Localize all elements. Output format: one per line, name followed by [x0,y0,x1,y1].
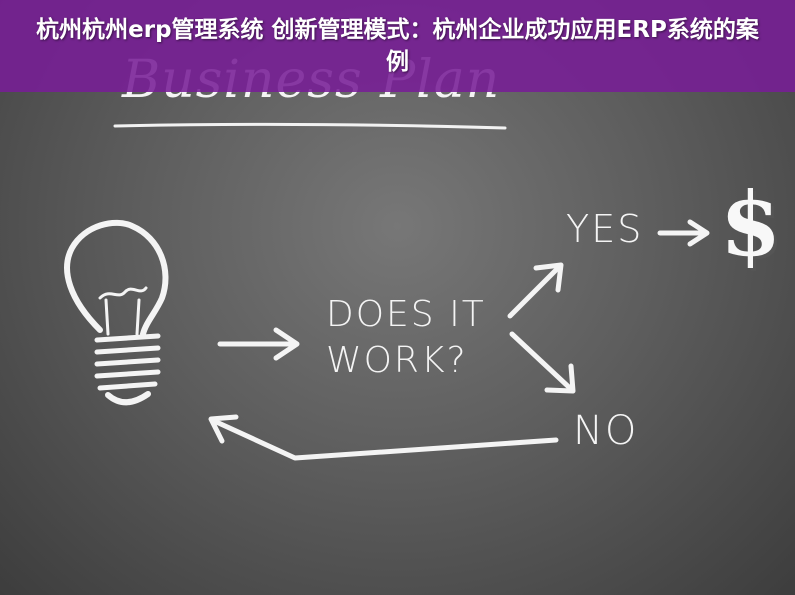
arrow-down-right-icon [509,331,576,394]
arrow-to-money-icon [657,219,710,247]
heading-underline [113,122,507,130]
arrow-right-icon [217,327,300,361]
yes-label: YES [566,207,644,251]
banner-title: 杭州杭州erp管理系统 创新管理模式：杭州企业成功应用ERP系统的案例 [36,17,759,75]
dollar-sign-icon: $ [720,172,782,276]
arrow-up-right-icon [507,262,564,319]
title-banner: 杭州杭州erp管理系统 创新管理模式：杭州企业成功应用ERP系统的案例 [0,0,795,92]
question-line-2: WORK? [326,340,468,381]
light-bulb-icon [64,219,169,406]
arrow-loop-back-icon [208,414,559,461]
no-label: NO [573,408,639,454]
question-line-1: DOES IT [326,294,486,335]
does-it-work-label: DOES IT WORK? [326,292,486,384]
